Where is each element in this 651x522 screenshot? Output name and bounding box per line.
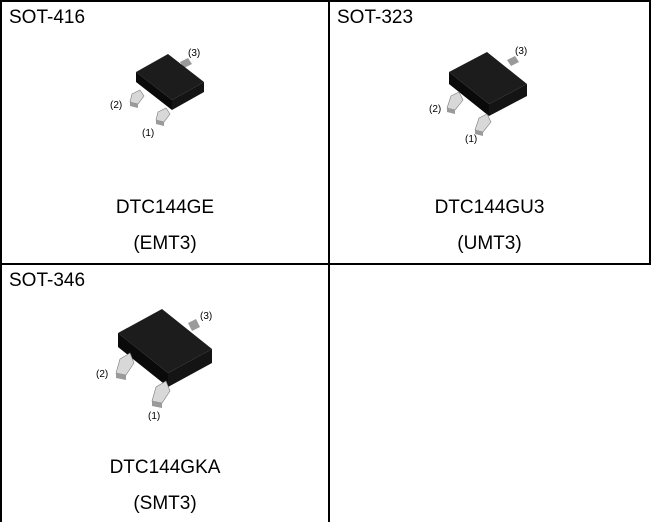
pin-3-label: (3)	[200, 311, 212, 322]
part-number: DTC144GU3	[434, 197, 545, 218]
pin-2-label: (2)	[96, 369, 108, 380]
sot-346-package-image: (3) (2) (1)	[96, 309, 212, 422]
package-cell-sot-346: SOT-346 (3) (2) (1) DTC144GKA (SMT3)	[2, 265, 328, 522]
pin-3-label: (3)	[515, 46, 527, 57]
table-row-divider	[0, 263, 651, 265]
table-right-border	[649, 0, 651, 265]
pin-1-label: (1)	[148, 411, 160, 422]
sot-323-package-image: (3) (2) (1)	[429, 46, 527, 145]
package-cell-sot-323: SOT-323 (3) (2) (1) DTC144GU3 (UMT3)	[330, 2, 649, 263]
table-top-border	[0, 0, 651, 2]
pin-1-label: (1)	[465, 134, 477, 145]
package-name: SOT-346	[9, 270, 86, 291]
table-left-border	[0, 0, 2, 522]
part-number: DTC144GE	[115, 197, 215, 218]
pin-2-label: (2)	[110, 100, 122, 111]
sot-416-package-image: (3) (2) (1)	[110, 48, 204, 139]
pin-2-label: (2)	[429, 104, 441, 115]
package-code: (SMT3)	[133, 493, 197, 514]
package-code: (UMT3)	[457, 233, 522, 254]
pin-1-label: (1)	[142, 128, 154, 139]
package-name: SOT-416	[9, 7, 86, 28]
package-code: (EMT3)	[133, 233, 197, 254]
package-name: SOT-323	[337, 7, 414, 28]
package-cell-sot-416: SOT-416 (3) (2) (1) DTC144GE (EMT3)	[2, 2, 328, 263]
part-number: DTC144GKA	[109, 457, 221, 478]
table-middle-border	[328, 0, 330, 522]
pin-3-label: (3)	[188, 48, 200, 59]
